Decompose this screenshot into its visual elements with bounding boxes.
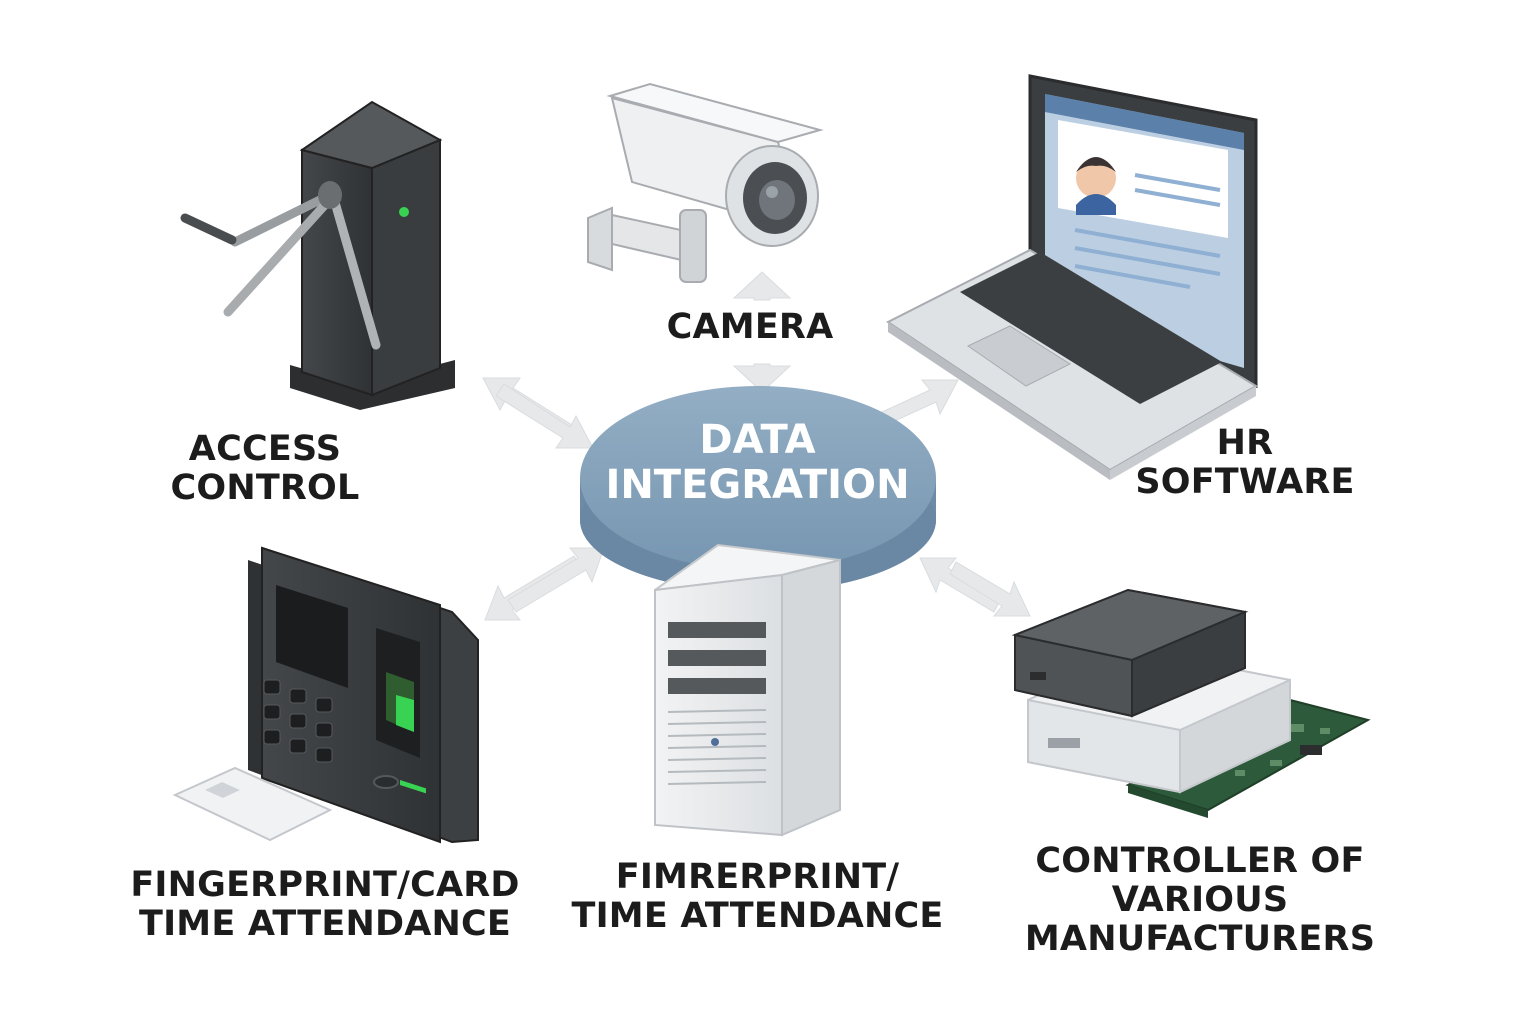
fingerprint-terminal-icon [172,546,479,844]
hr-software-label: HR SOFTWARE [1115,423,1375,503]
camera-label-line1: CAMERA [666,307,834,347]
data-integration-hub [580,386,936,592]
server-tower-icon [654,543,841,837]
hr-software-label-line1: HR [1216,423,1274,463]
controller-label-line1: CONTROLLER OF [1035,841,1365,881]
controller-label-line3: MANUFACTURERS [1024,919,1376,960]
hr-software-label-line2: SOFTWARE [1135,462,1355,503]
hub-label: DATA INTEGRATION [585,418,930,508]
camera-label: CAMERA [640,307,860,347]
connector-arrows [482,271,1031,621]
hub-label-line1: DATA [699,417,816,463]
cctv-camera-icon [587,82,824,283]
access-control-label-line2: CONTROL [170,468,360,509]
controller-label: CONTROLLER OF VARIOUS MANUFACTURERS [1005,841,1395,960]
access-control-label-line1: ACCESS [188,429,342,469]
controller-label-line2: VARIOUS [1111,880,1289,921]
fingerprint-card-label-line1: FINGERPRINT/CARD [130,865,520,905]
server-label: FIMRERPRINT/ TIME ATTENDANCE [555,857,960,937]
arrow-camera-hub [732,271,792,393]
arrow-controller-hub [919,557,1031,617]
fingerprint-card-label: FINGERPRINT/CARD TIME ATTENDANCE [115,865,535,945]
fingerprint-card-label-line2: TIME ATTENDANCE [139,904,511,945]
access-control-label: ACCESS CONTROL [150,429,380,509]
arrow-access-hub [482,377,594,449]
laptop-icon [886,74,1258,480]
arrow-finger-hub [484,547,605,621]
turnstile-icon [180,100,455,410]
server-label-line1: FIMRERPRINT/ [615,857,900,897]
server-label-line2: TIME ATTENDANCE [571,896,944,937]
controller-board-icon [1011,588,1371,818]
hub-label-line2: INTEGRATION [605,461,910,508]
